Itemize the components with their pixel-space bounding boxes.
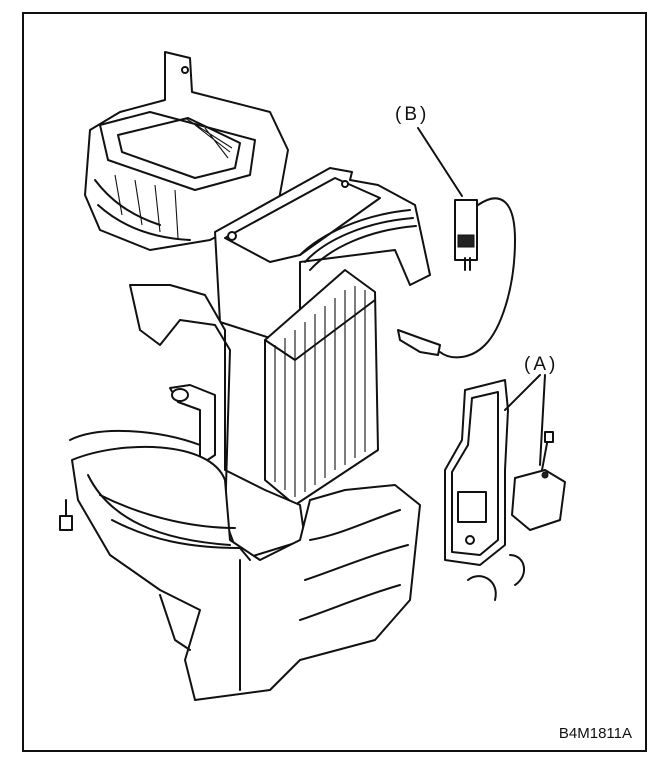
resistor-bracket-a bbox=[444, 379, 566, 601]
mounting-screw bbox=[59, 499, 73, 531]
leader-lines-a bbox=[504, 374, 546, 466]
callout-label-a: (A) bbox=[524, 354, 559, 375]
figure-code: B4M1811A bbox=[558, 725, 632, 742]
leader-line-b bbox=[417, 127, 463, 197]
lower-heater-case bbox=[69, 429, 421, 701]
evaporator-core bbox=[264, 269, 379, 506]
callout-label-b: (B) bbox=[395, 104, 430, 125]
sensor-b bbox=[397, 197, 516, 359]
upper-blower-case bbox=[84, 51, 289, 251]
